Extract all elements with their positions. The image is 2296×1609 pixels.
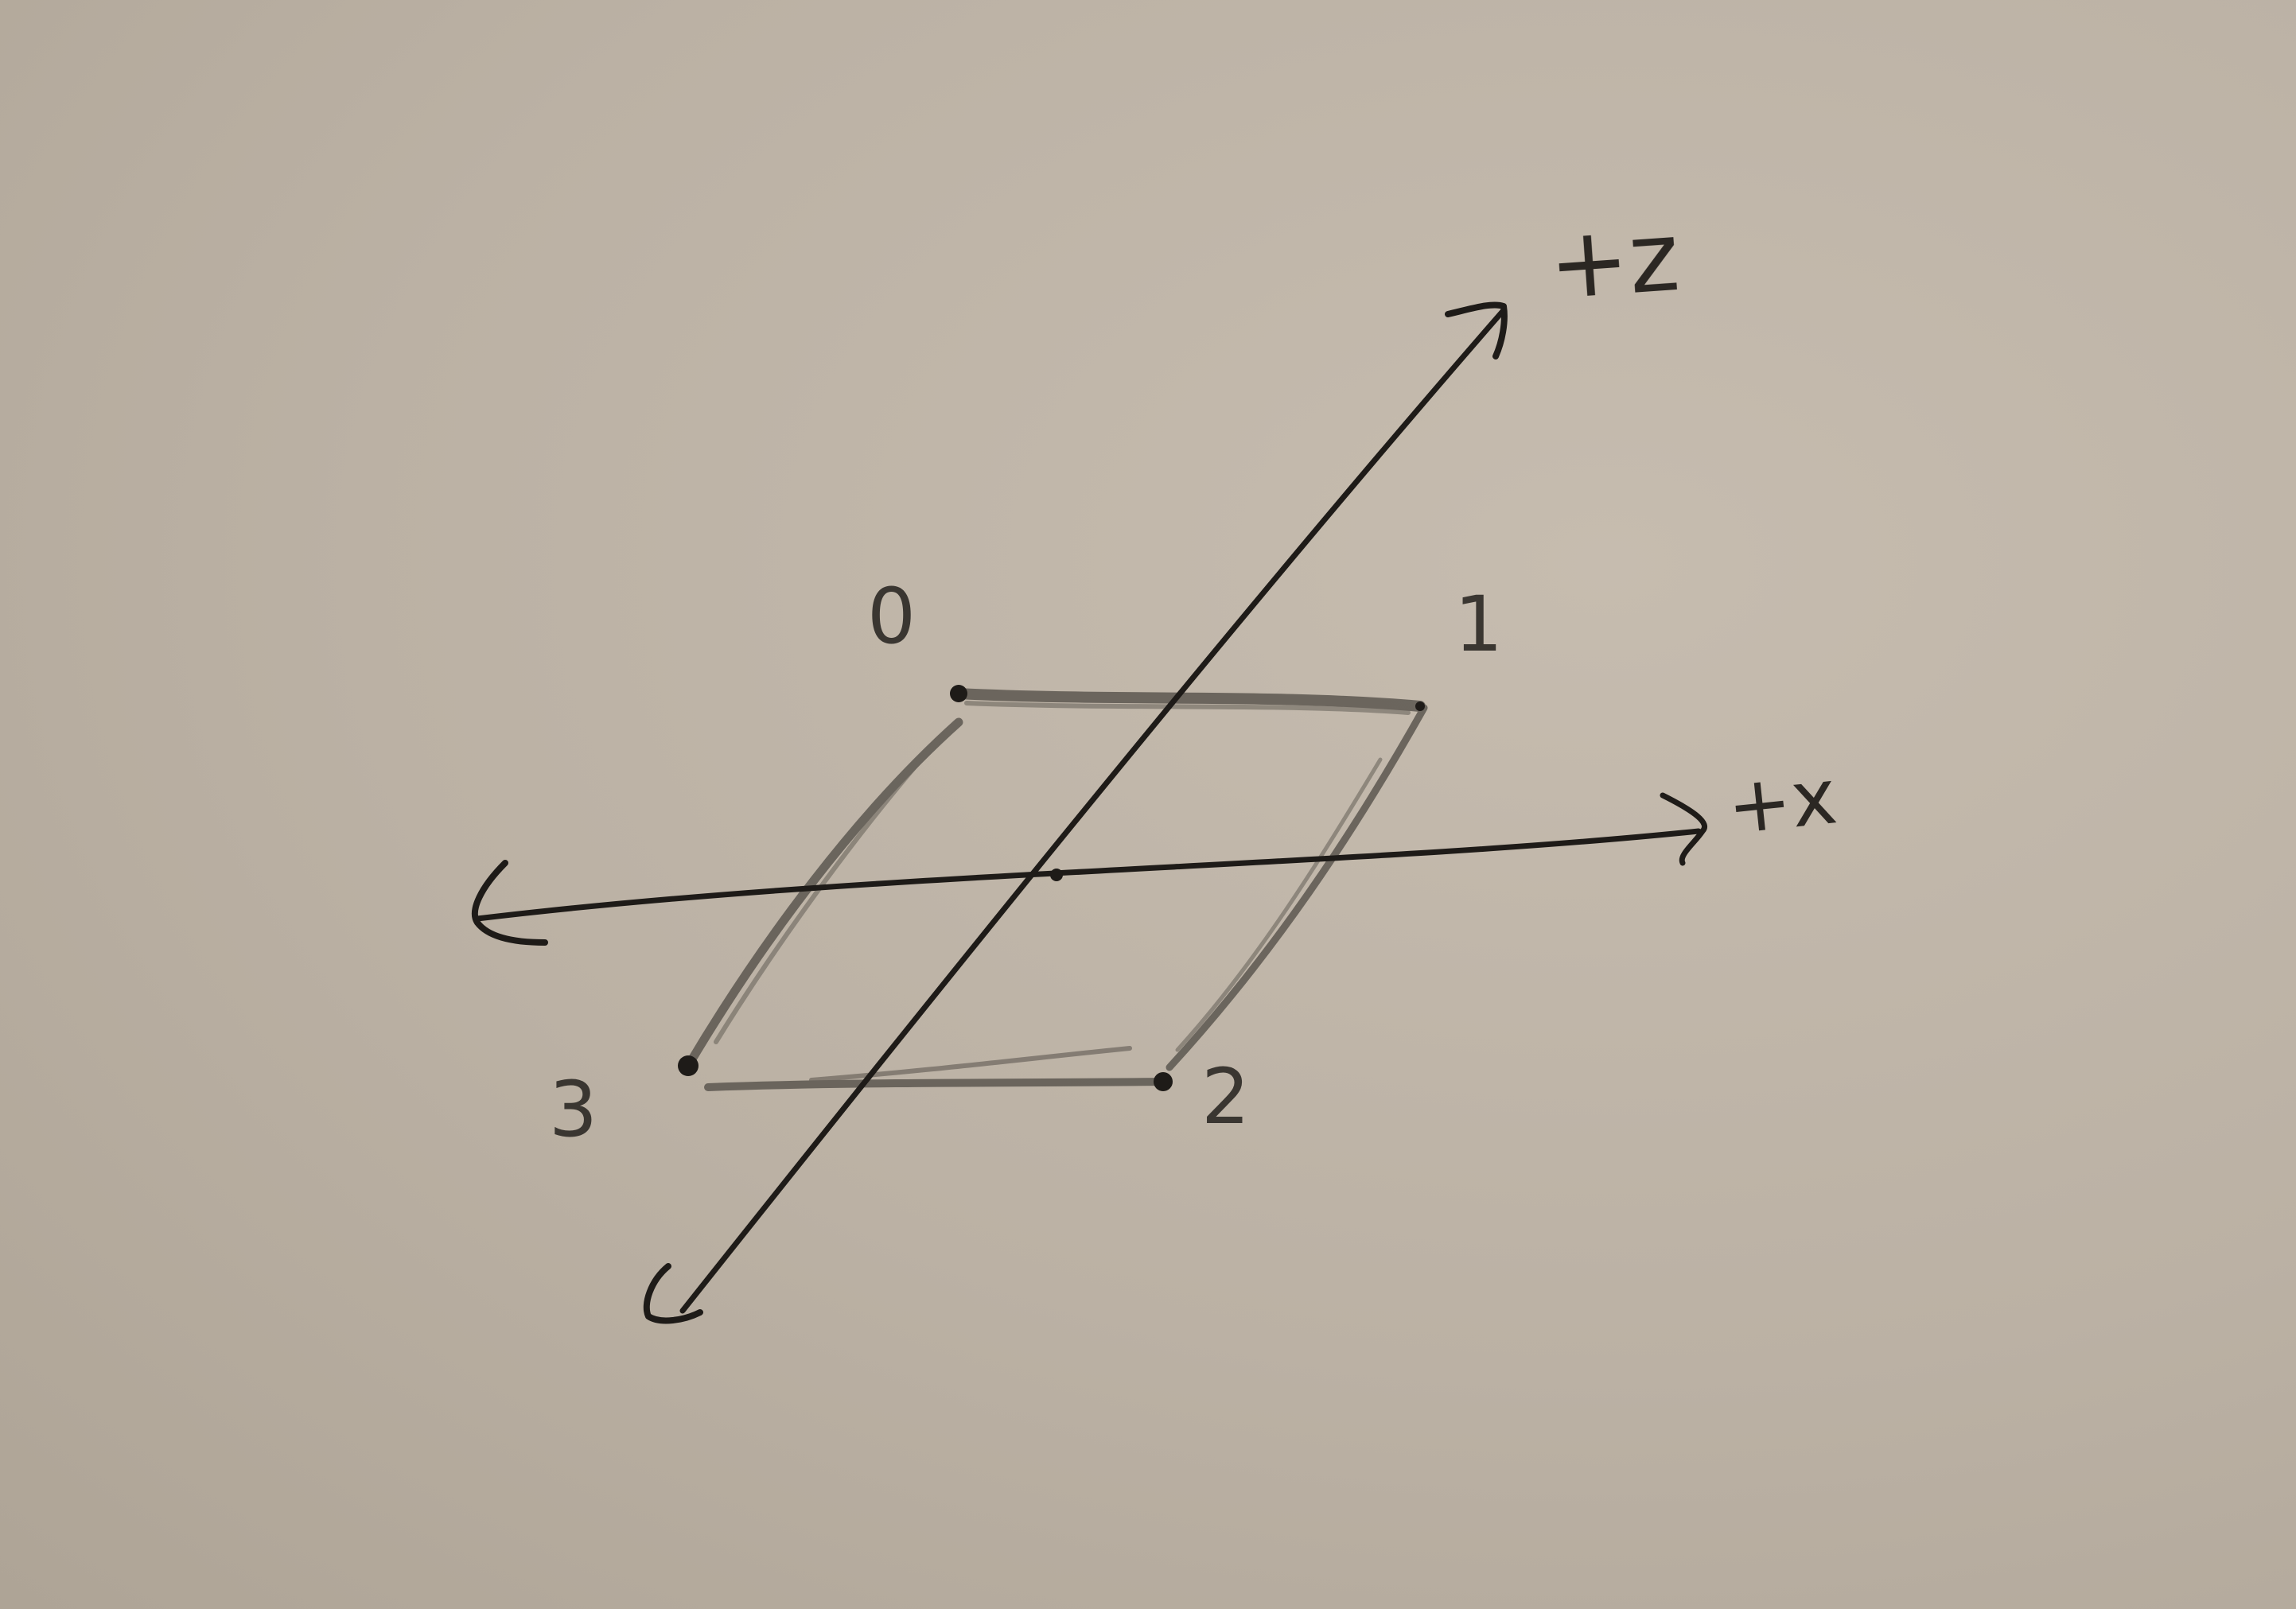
vertex-1-label: 1 bbox=[1454, 580, 1503, 669]
edge-0-1-shade bbox=[964, 701, 1411, 715]
edge-1-2 bbox=[1166, 704, 1428, 1071]
vertex-3-label: 3 bbox=[549, 1065, 597, 1154]
vertex-2-point bbox=[1154, 1072, 1173, 1091]
x-axis-line bbox=[474, 828, 1702, 922]
vertex-2-label: 2 bbox=[1201, 1052, 1250, 1141]
vertex-points bbox=[678, 685, 1425, 1091]
origin-point bbox=[1050, 869, 1063, 881]
edge-0-1 bbox=[953, 688, 1426, 712]
vertex-0-point bbox=[950, 685, 967, 702]
z-axis-label: +z bbox=[1545, 202, 1683, 321]
vertex-3-point bbox=[678, 1055, 699, 1076]
edge-2-3-shade bbox=[809, 1046, 1132, 1082]
vertex-1-point bbox=[1415, 702, 1425, 711]
z-axis-arrowhead-negative bbox=[643, 1263, 703, 1324]
x-axis-arrowhead-positive bbox=[1660, 792, 1707, 866]
x-axis bbox=[471, 792, 1707, 946]
z-axis bbox=[643, 301, 1508, 1324]
square-outline bbox=[683, 688, 1428, 1091]
z-axis-line bbox=[679, 307, 1507, 1314]
edge-2-3 bbox=[704, 1078, 1167, 1091]
z-axis-arrowhead-positive bbox=[1445, 301, 1508, 359]
vertex-0-label: 0 bbox=[867, 572, 916, 661]
x-axis-arrowhead-negative bbox=[471, 860, 548, 946]
x-axis-label: +x bbox=[1723, 752, 1841, 852]
edge-3-0-shade bbox=[714, 737, 941, 1044]
edge-1-2-shade bbox=[1175, 757, 1383, 1052]
